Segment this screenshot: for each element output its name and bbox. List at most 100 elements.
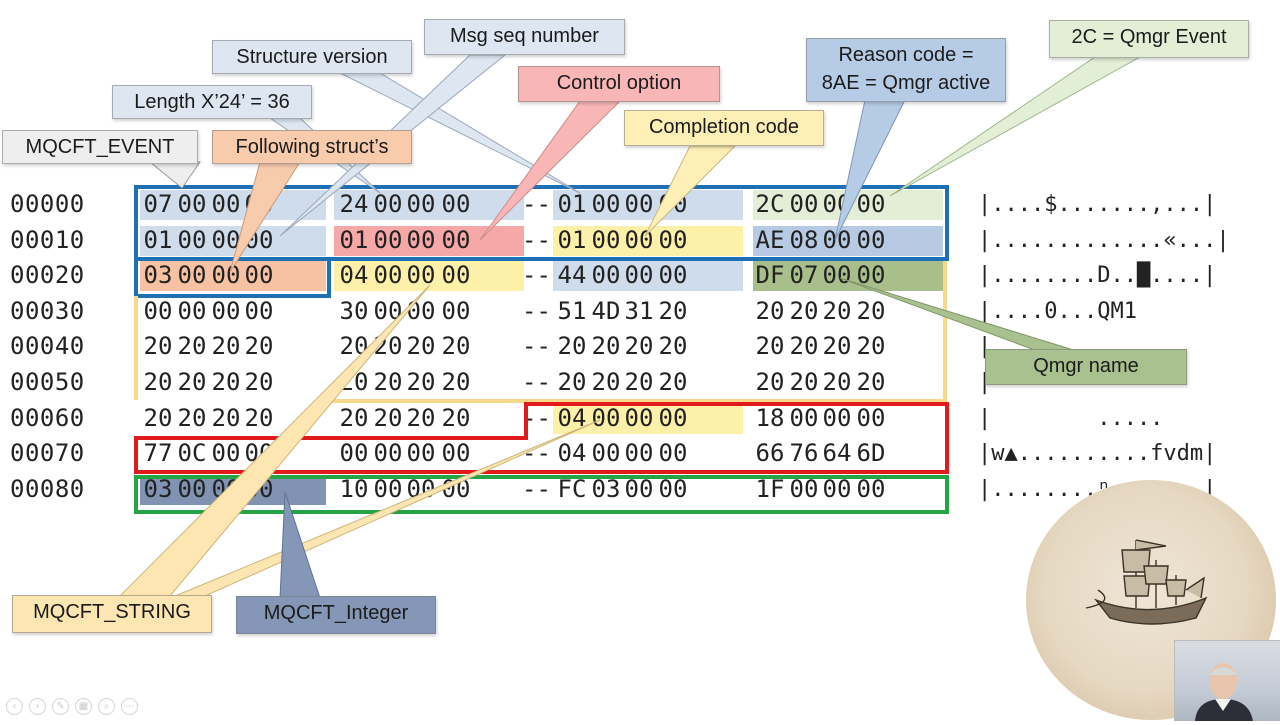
hex-byte: 20 xyxy=(406,403,436,432)
hex-byte: 01 xyxy=(557,190,587,218)
prev-slide-icon[interactable]: ‹ xyxy=(6,698,23,716)
hex-byte: 01 xyxy=(339,225,369,254)
hex-offset: 00000 xyxy=(10,190,85,218)
hex-byte: 07 xyxy=(143,190,173,218)
hex-byte: 00 xyxy=(591,190,621,218)
hex-byte: 03 xyxy=(143,474,173,503)
hex-byte: 00 xyxy=(624,190,654,218)
hex-byte: 00 xyxy=(441,190,471,218)
callout-following-structs: Following struct’s xyxy=(212,130,412,164)
callout-qmgr-event: 2C = Qmgr Event xyxy=(1049,20,1249,58)
hex-byte: 20 xyxy=(339,332,369,361)
hex-offset: 00010 xyxy=(10,225,85,254)
hex-byte: 00 xyxy=(856,403,886,432)
hex-byte: 31 xyxy=(624,296,654,325)
hex-byte: 20 xyxy=(244,368,274,396)
hex-byte: 00 xyxy=(211,439,241,468)
hex-byte: 66 xyxy=(755,439,785,468)
hex-byte: 00 xyxy=(441,225,471,254)
hex-byte: 04 xyxy=(557,439,587,468)
hex-byte: 20 xyxy=(591,368,621,396)
zoom-icon[interactable]: ⌕ xyxy=(98,698,115,716)
hex-byte: 00 xyxy=(591,261,621,290)
callout-mqcft-event: MQCFT_EVENT xyxy=(2,130,198,164)
hex-byte: 00 xyxy=(373,439,403,468)
next-slide-icon[interactable]: › xyxy=(29,698,46,716)
hex-byte: 20 xyxy=(755,368,785,396)
hex-byte: 00 xyxy=(177,474,207,503)
hex-byte: 20 xyxy=(406,368,436,396)
hex-byte: 00 xyxy=(624,403,654,432)
hex-byte: 00 xyxy=(339,439,369,468)
hex-byte: 00 xyxy=(211,190,241,218)
hex-byte: 00 xyxy=(406,225,436,254)
hex-byte: 20 xyxy=(406,332,436,361)
hex-byte: 20 xyxy=(211,332,241,361)
hex-byte: 10 xyxy=(339,474,369,503)
hex-byte: 04 xyxy=(339,261,369,290)
hex-byte: 00 xyxy=(441,261,471,290)
hex-byte: 20 xyxy=(373,368,403,396)
hex-separator: -- xyxy=(522,368,551,396)
hex-byte: 00 xyxy=(822,261,852,290)
hex-separator: -- xyxy=(522,332,551,361)
hex-byte: 20 xyxy=(143,403,173,432)
hex-byte: 00 xyxy=(591,403,621,432)
hex-byte: 1F xyxy=(755,474,785,503)
hex-byte: 20 xyxy=(658,368,688,396)
ascii-row: |.............«...| xyxy=(978,227,1230,253)
hex-byte: 20 xyxy=(177,368,207,396)
hex-byte: 00 xyxy=(177,190,207,218)
hex-byte: DF xyxy=(755,261,785,290)
callout-mqcft-string: MQCFT_STRING xyxy=(12,595,212,633)
hex-byte: 00 xyxy=(373,261,403,290)
callout-mqcft-integer: MQCFT_Integer xyxy=(236,596,436,634)
hex-byte: 00 xyxy=(373,190,403,218)
hex-byte: 00 xyxy=(658,439,688,468)
hex-byte: 20 xyxy=(789,296,819,325)
hex-byte: 00 xyxy=(406,439,436,468)
hex-byte: 00 xyxy=(211,296,241,325)
hex-byte: 64 xyxy=(822,439,852,468)
hex-byte: 00 xyxy=(177,225,207,254)
hex-byte: 03 xyxy=(591,474,621,503)
hex-byte: 20 xyxy=(624,332,654,361)
hex-byte: 00 xyxy=(373,225,403,254)
more-options-icon[interactable]: ⋯ xyxy=(121,698,138,716)
hex-byte: 00 xyxy=(624,225,654,254)
hex-byte: 00 xyxy=(406,474,436,503)
pen-icon[interactable]: ✎ xyxy=(52,698,69,716)
hex-byte: 77 xyxy=(143,439,173,468)
slides-grid-icon[interactable]: ▦ xyxy=(75,698,92,716)
hex-separator: -- xyxy=(522,261,551,290)
hex-separator: -- xyxy=(522,439,551,468)
hex-byte: 20 xyxy=(441,403,471,432)
hex-byte: 00 xyxy=(244,474,274,503)
hex-byte: 20 xyxy=(789,368,819,396)
hex-byte: 20 xyxy=(591,332,621,361)
hex-separator: -- xyxy=(522,403,551,432)
hex-byte: 20 xyxy=(211,403,241,432)
hex-byte: 00 xyxy=(822,474,852,503)
hex-byte: 00 xyxy=(406,296,436,325)
hex-byte: 00 xyxy=(624,261,654,290)
hex-offset: 00020 xyxy=(10,261,85,290)
hex-byte: 20 xyxy=(755,296,785,325)
hex-byte: 20 xyxy=(373,332,403,361)
hex-byte: 00 xyxy=(591,225,621,254)
hex-offset: 00050 xyxy=(10,368,85,396)
hex-byte: 20 xyxy=(177,403,207,432)
hex-byte: 20 xyxy=(789,332,819,361)
hex-byte: 20 xyxy=(244,332,274,361)
hex-byte: 20 xyxy=(441,368,471,396)
hex-byte: 44 xyxy=(557,261,587,290)
hex-byte: 00 xyxy=(211,261,241,290)
hex-byte: 00 xyxy=(441,439,471,468)
hex-byte: 20 xyxy=(441,332,471,361)
hex-byte: 00 xyxy=(211,225,241,254)
hex-byte: FC xyxy=(557,474,587,503)
hex-byte: 03 xyxy=(143,261,173,290)
